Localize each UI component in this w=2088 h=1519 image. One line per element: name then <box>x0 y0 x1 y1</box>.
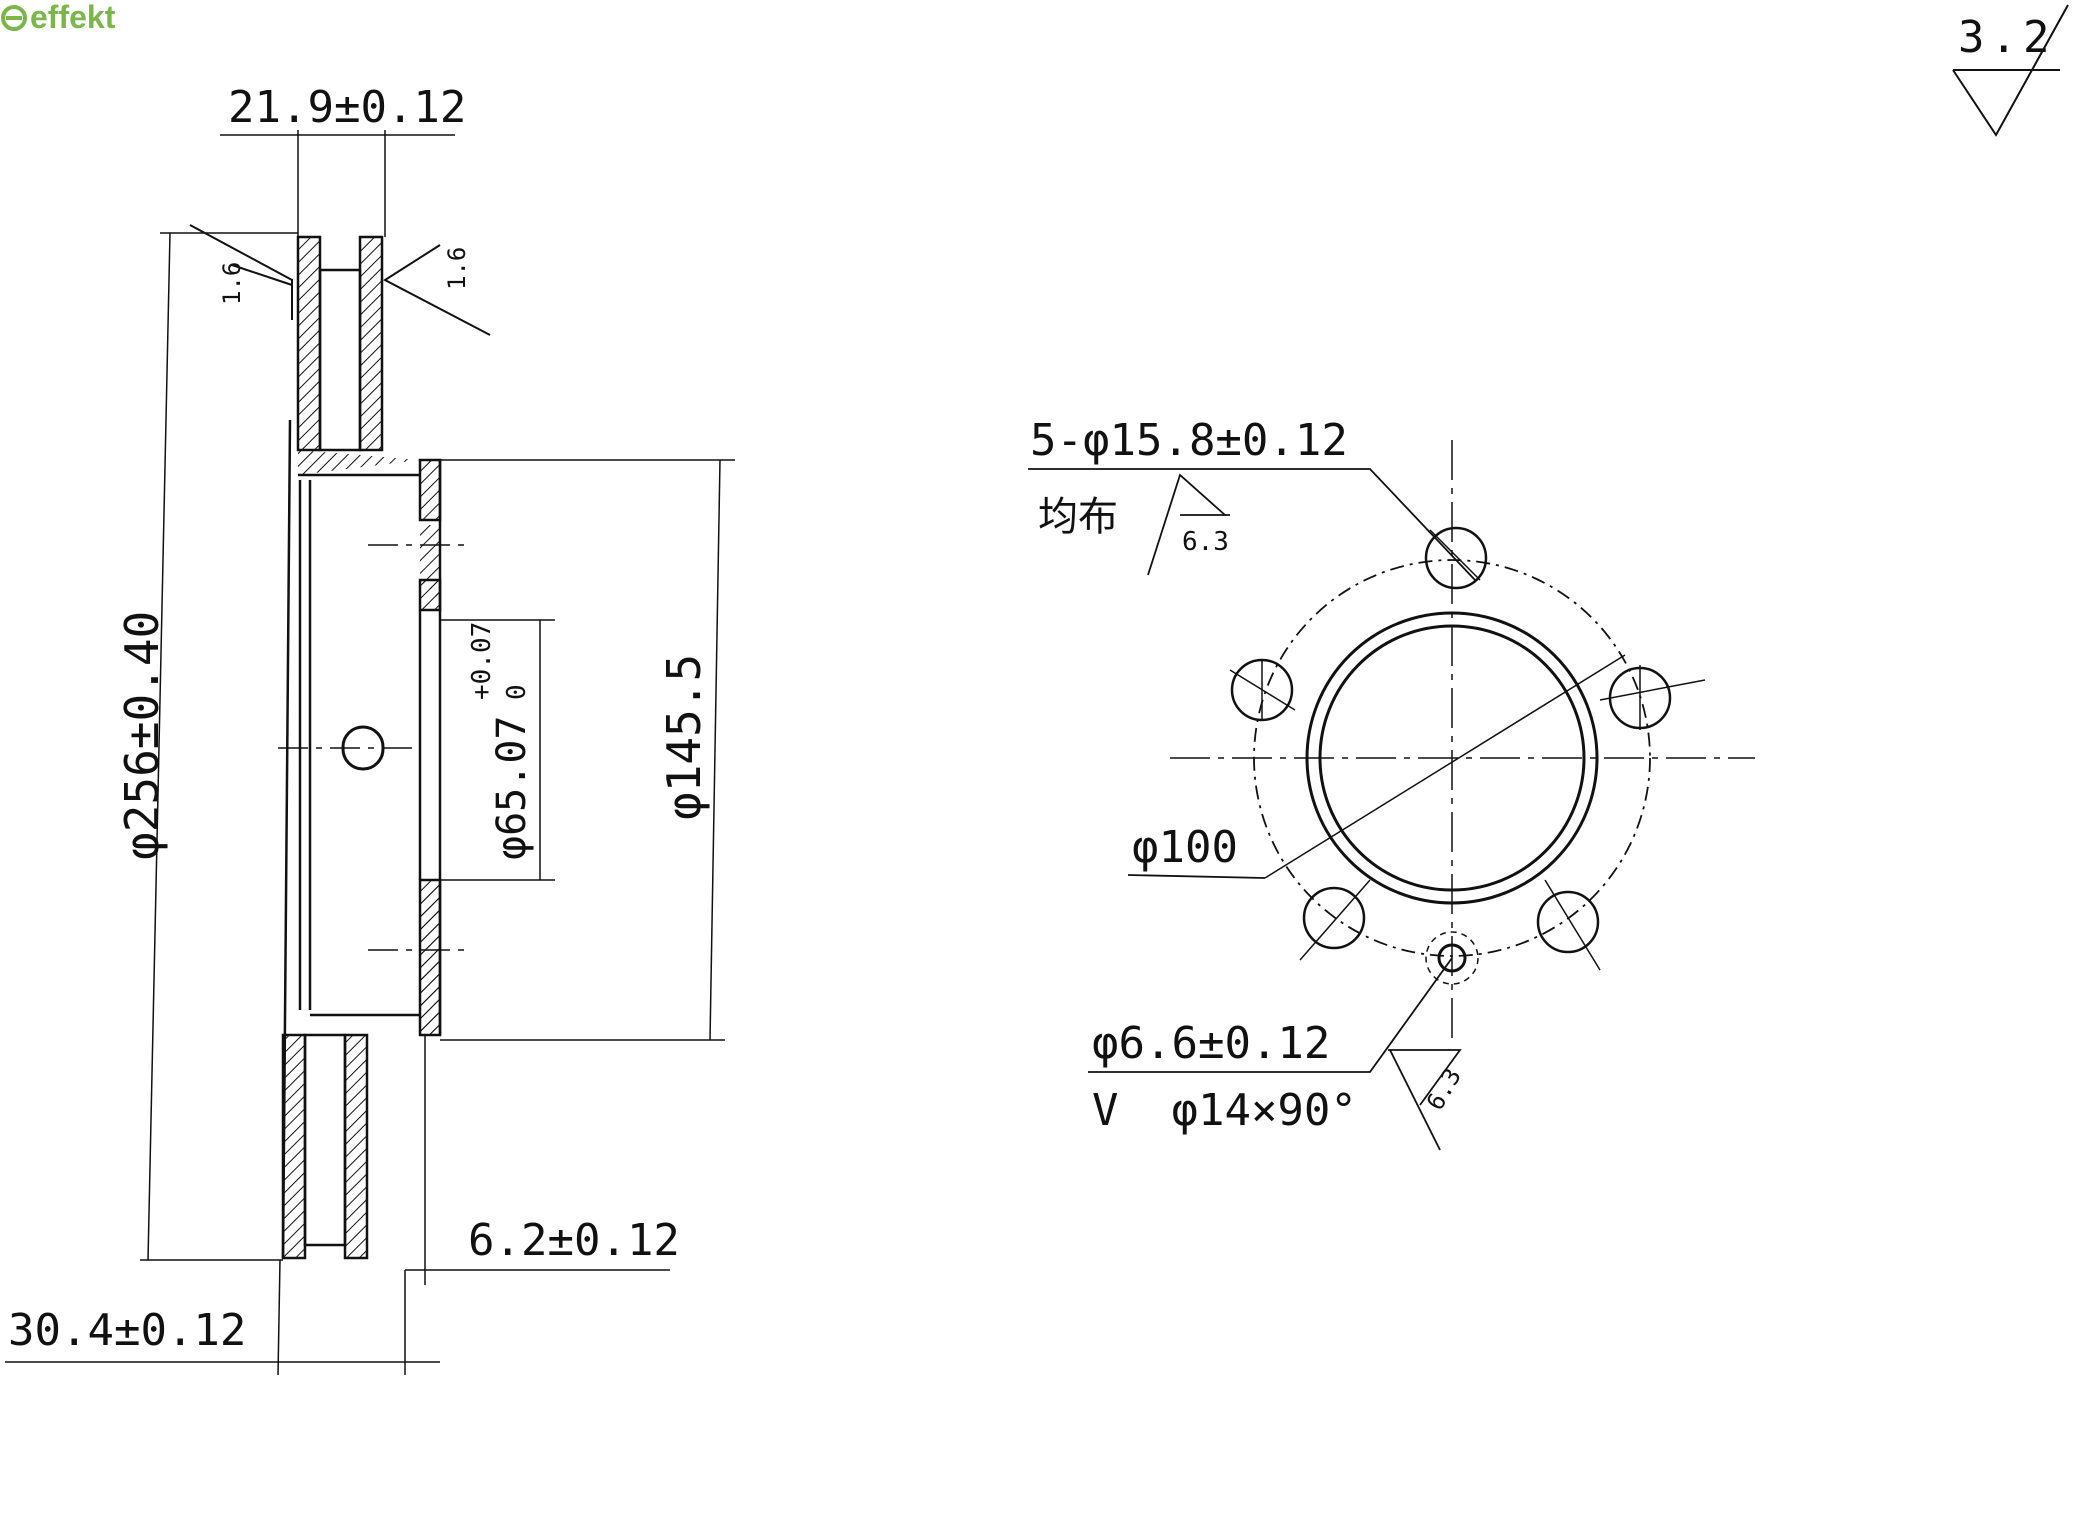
dim-bore-tol-lower: 0 <box>502 684 532 700</box>
stud-hole <box>1424 526 1488 590</box>
stud-hole <box>1299 879 1371 961</box>
inner-friction-plate <box>358 235 384 452</box>
stud-hole <box>1536 879 1601 971</box>
small-hole-countersink <box>1425 931 1479 985</box>
roughness-left-face: 1.6 <box>218 262 246 305</box>
section-face-roughness-marks <box>189 224 491 336</box>
dim-hat-diameter: φ145.5 <box>657 654 711 820</box>
logo-mark-icon <box>1 5 27 31</box>
hat-section <box>298 450 440 1035</box>
logo-text: effekt <box>30 0 116 35</box>
dim-friction-face-thickness: 6.2±0.12 <box>468 1215 680 1266</box>
small-hole-roughness: 6.3 <box>1421 1063 1467 1115</box>
dim-overall-diameter: φ256±0.40 <box>115 611 169 860</box>
face-view-leaders <box>1028 468 1476 1151</box>
general-roughness-symbol <box>1952 4 2069 137</box>
small-hole-spec: φ6.6±0.12 <box>1092 1018 1330 1069</box>
section-view <box>278 235 470 1260</box>
brand-logo: effekt <box>1 0 116 35</box>
dim-overall-height: 30.4±0.12 <box>8 1305 246 1356</box>
dim-bore-tol-upper: +0.07 <box>467 622 497 700</box>
small-hole <box>1437 943 1467 973</box>
stud-holes-note: 均布 <box>1038 494 1118 540</box>
stud-hole <box>1599 665 1706 730</box>
center-diameter: φ100 <box>1132 822 1238 873</box>
stud-hole <box>1229 658 1296 722</box>
stud-holes-spec: 5-φ15.8±0.12 <box>1030 415 1348 466</box>
section-dimension-lines <box>5 130 735 1376</box>
small-hole-countersink-spec: V φ14×90° <box>1092 1085 1357 1136</box>
outer-friction-plate <box>296 235 322 452</box>
dim-bore-diameter: φ65.07 <box>489 716 535 861</box>
general-roughness-value: 3.2 <box>1958 12 2055 63</box>
face-view <box>1170 440 1755 1045</box>
roughness-right-face: 1.6 <box>443 247 471 290</box>
dim-hub-thickness: 21.9±0.12 <box>228 82 466 133</box>
stud-holes-roughness: 6.3 <box>1182 527 1229 557</box>
